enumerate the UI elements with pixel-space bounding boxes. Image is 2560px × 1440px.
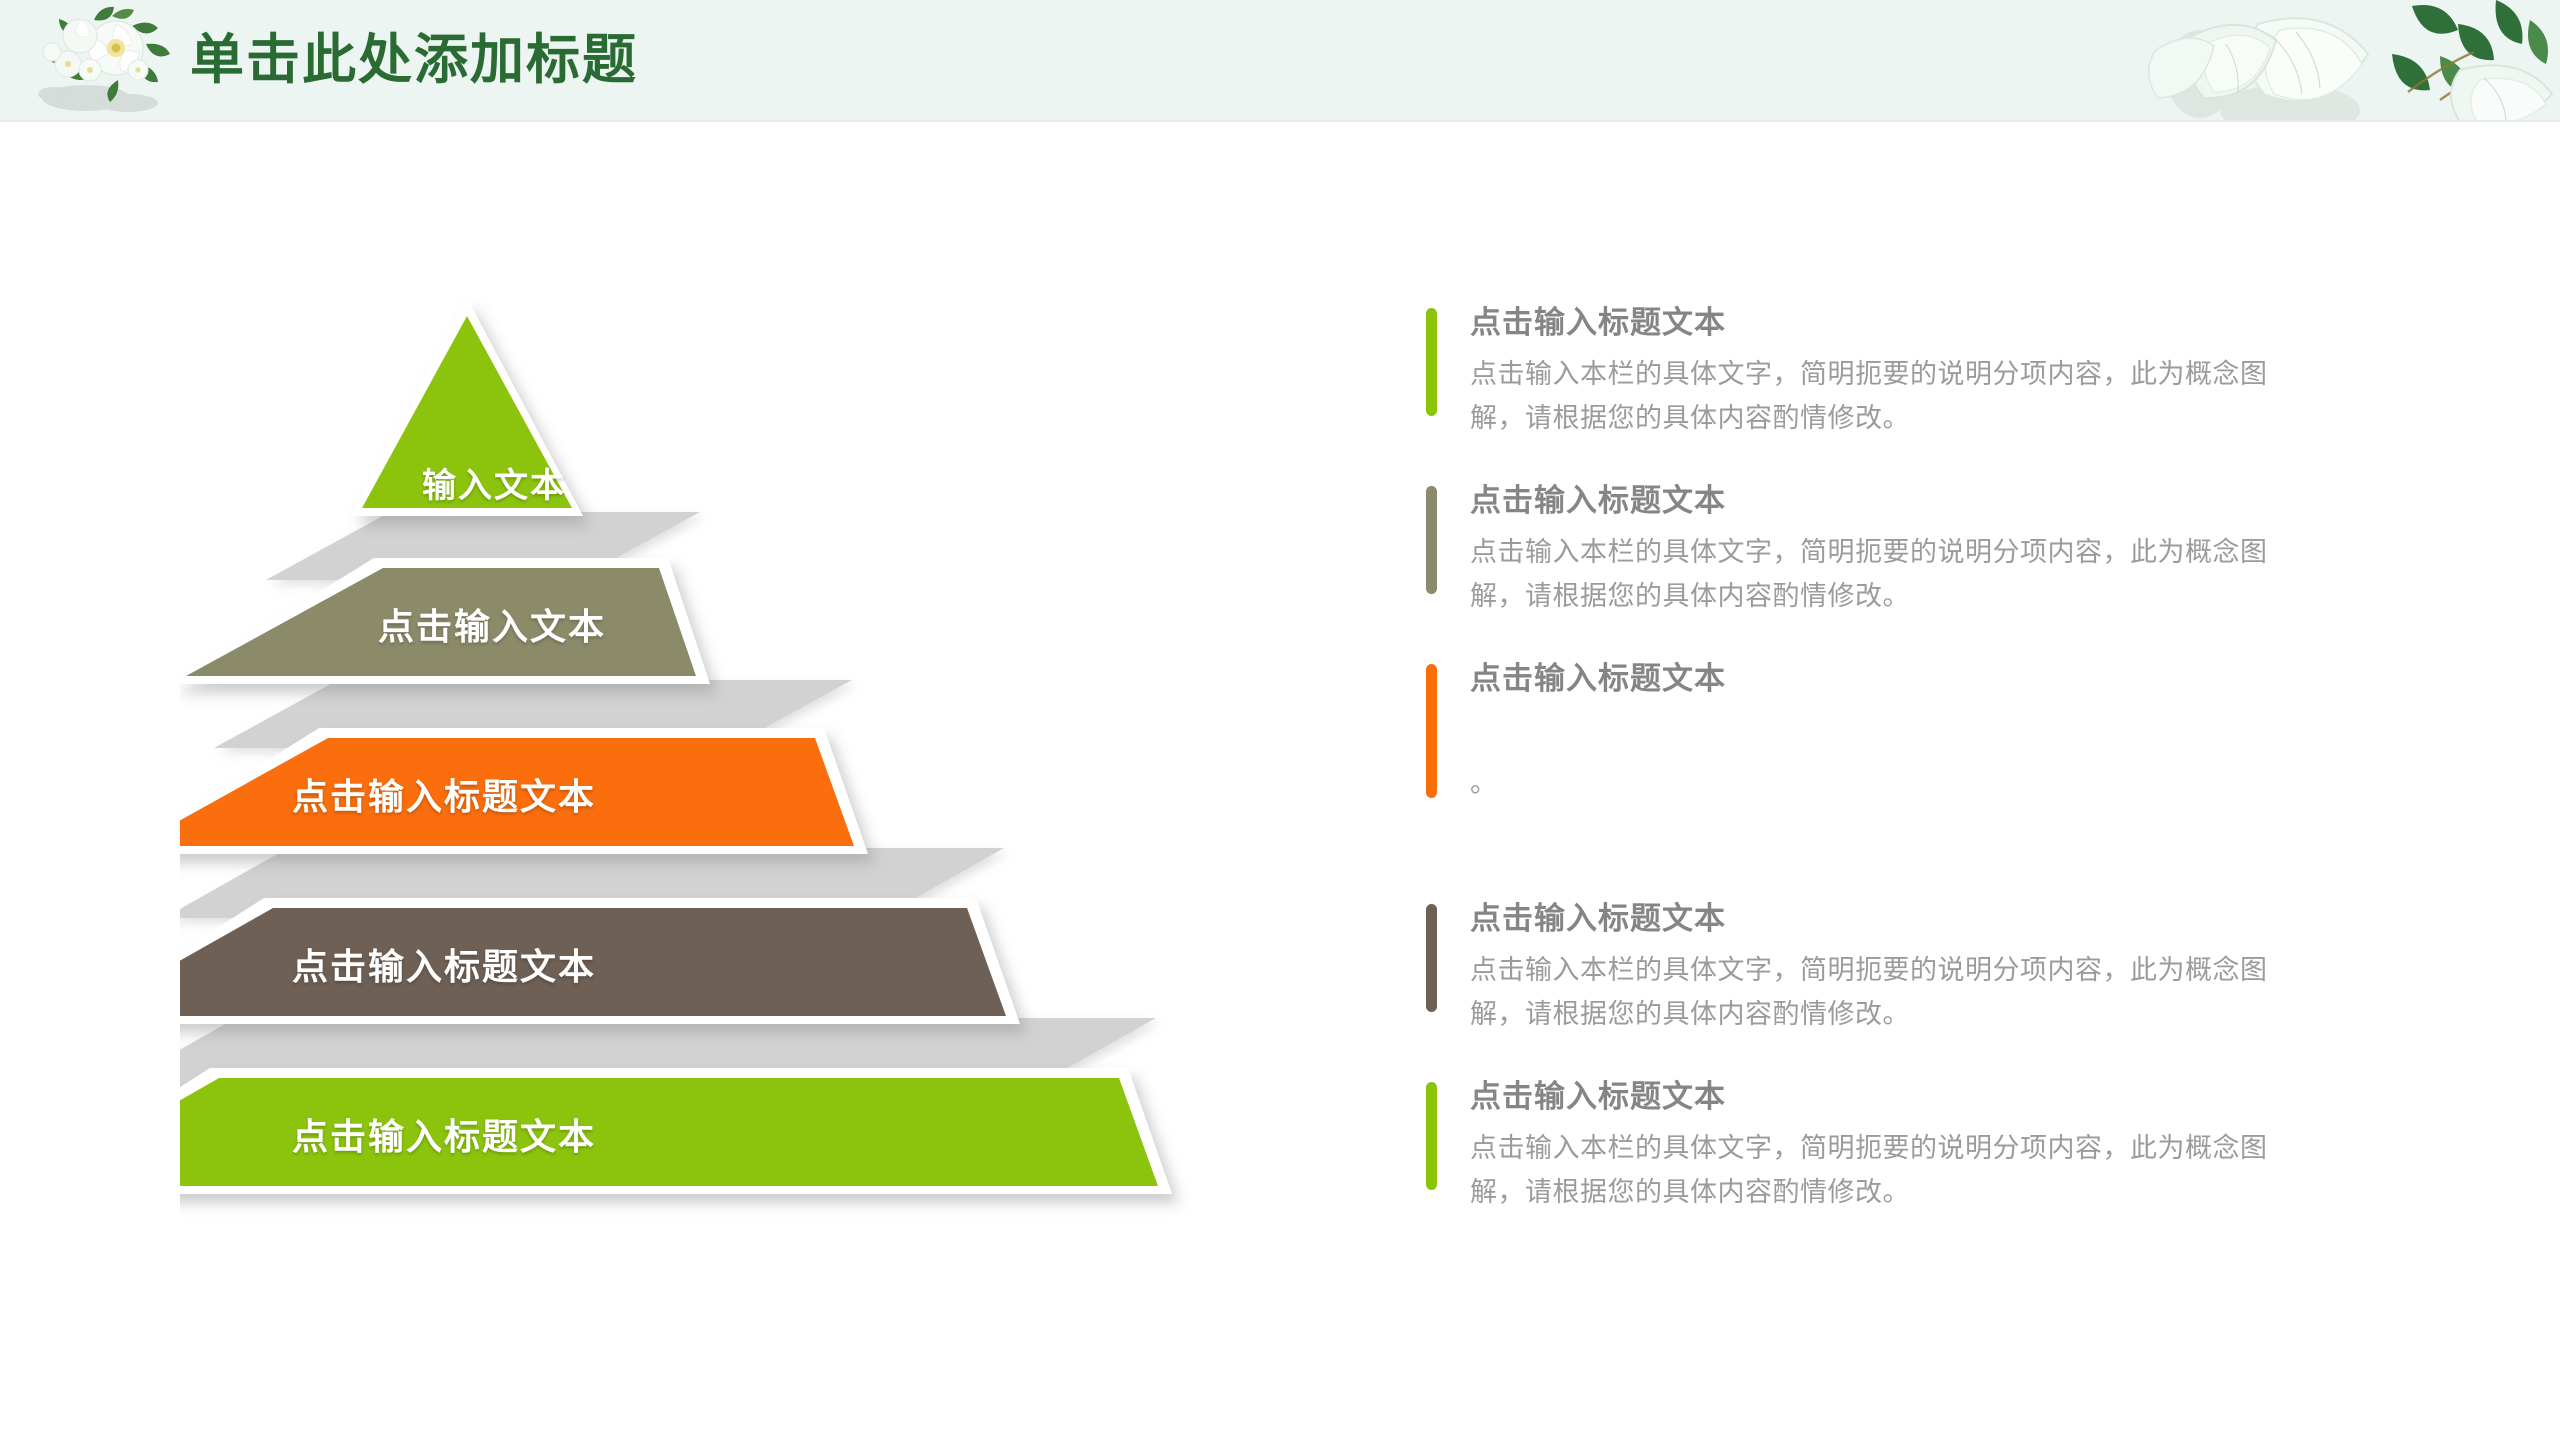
item-accent-bar <box>1426 664 1437 798</box>
pyramid-diagram: 输入文本 点击输入文本 点击输入标题文本 点击输入标题文本 点击输入标题文本 <box>180 280 1380 1340</box>
list-item[interactable]: 点击输入标题文本 。 <box>1426 656 2406 858</box>
pyramid-tier-5[interactable] <box>180 1068 1172 1194</box>
list-item-title: 点击输入标题文本 <box>1470 483 1726 518</box>
list-item-desc: 。 <box>1470 768 1498 798</box>
item-accent-bar <box>1426 1082 1437 1190</box>
list-item-desc: 点击输入本栏的具体文字，简明扼要的说明分项内容，此为概念图解，请根据您的具体内容… <box>1470 955 2268 1029</box>
list-item-desc: 点击输入本栏的具体文字，简明扼要的说明分项内容，此为概念图解，请根据您的具体内容… <box>1470 537 2268 611</box>
list-item-desc: 点击输入本栏的具体文字，简明扼要的说明分项内容，此为概念图解，请根据您的具体内容… <box>1470 359 2268 433</box>
list-item[interactable]: 点击输入标题文本 点击输入本栏的具体文字，简明扼要的说明分项内容，此为概念图解，… <box>1426 1074 2406 1214</box>
page-title: 单击此处添加标题 <box>190 30 638 90</box>
list-item[interactable]: 点击输入标题文本 点击输入本栏的具体文字，简明扼要的说明分项内容，此为概念图解，… <box>1426 896 2406 1036</box>
white-magnolia-leaves-icon <box>2140 0 2560 122</box>
item-accent-bar <box>1426 308 1437 416</box>
header-divider <box>0 120 2560 122</box>
item-accent-bar <box>1426 904 1437 1012</box>
list-item-title: 点击输入标题文本 <box>1470 661 1726 696</box>
list-item-desc: 点击输入本栏的具体文字，简明扼要的说明分项内容，此为概念图解，请根据您的具体内容… <box>1470 1133 2268 1207</box>
detail-list: 点击输入标题文本 点击输入本栏的具体文字，简明扼要的说明分项内容，此为概念图解，… <box>1426 300 2406 1252</box>
pyramid-tier-3[interactable] <box>180 728 868 854</box>
list-item-title: 点击输入标题文本 <box>1470 901 1726 936</box>
list-item-title: 点击输入标题文本 <box>1470 305 1726 340</box>
list-item[interactable]: 点击输入标题文本 点击输入本栏的具体文字，简明扼要的说明分项内容，此为概念图解，… <box>1426 300 2406 440</box>
list-item[interactable]: 点击输入标题文本 点击输入本栏的具体文字，简明扼要的说明分项内容，此为概念图解，… <box>1426 478 2406 618</box>
item-accent-bar <box>1426 486 1437 594</box>
pyramid-tier-2[interactable] <box>180 558 710 684</box>
pyramid-tier-1[interactable] <box>351 298 583 516</box>
list-item-title: 点击输入标题文本 <box>1470 1079 1726 1114</box>
header-band: 单击此处添加标题 <box>0 0 2560 122</box>
white-rose-cluster-icon <box>38 6 170 112</box>
pyramid-tier-4[interactable] <box>180 898 1020 1024</box>
